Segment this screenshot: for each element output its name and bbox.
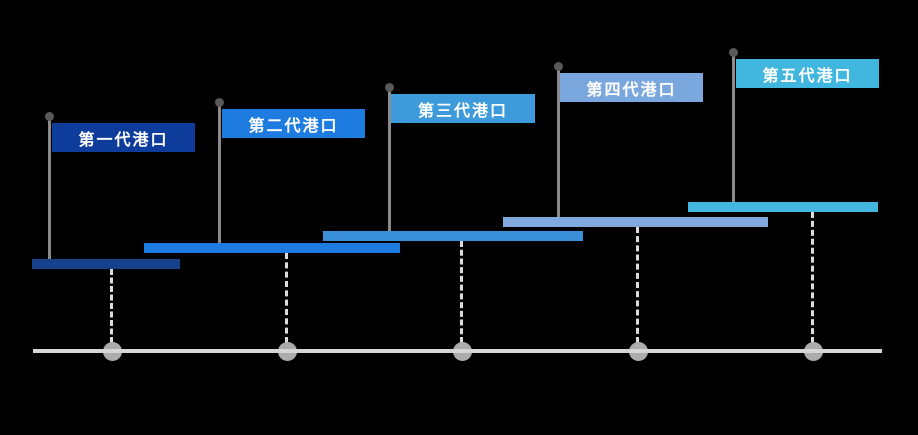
pole-cap-dot bbox=[729, 48, 738, 57]
connector-dashed-line bbox=[110, 269, 113, 343]
timeline-axis bbox=[33, 349, 882, 353]
flag-pole bbox=[388, 88, 391, 231]
connector-dashed-line bbox=[636, 227, 639, 343]
pole-cap-dot bbox=[385, 83, 394, 92]
flag-label: 第三代港口 bbox=[391, 94, 535, 123]
flag-pole bbox=[48, 117, 51, 259]
pole-cap-dot bbox=[554, 62, 563, 71]
pole-cap-dot bbox=[45, 112, 54, 121]
flag-pole bbox=[218, 103, 221, 243]
connector-dashed-line bbox=[460, 241, 463, 343]
era-bar bbox=[32, 259, 180, 269]
flag-pole bbox=[732, 53, 735, 202]
flag-label: 第二代港口 bbox=[222, 109, 365, 138]
connector-dashed-line bbox=[811, 212, 814, 343]
flag-label: 第五代港口 bbox=[736, 59, 879, 88]
flag-label: 第一代港口 bbox=[52, 123, 195, 152]
flag-pole bbox=[557, 67, 560, 217]
era-bar bbox=[503, 217, 768, 227]
connector-dashed-line bbox=[285, 253, 288, 343]
pole-cap-dot bbox=[215, 98, 224, 107]
flag-label: 第四代港口 bbox=[560, 73, 703, 102]
era-bar bbox=[323, 231, 583, 241]
era-bar bbox=[688, 202, 878, 212]
era-bar bbox=[144, 243, 400, 253]
